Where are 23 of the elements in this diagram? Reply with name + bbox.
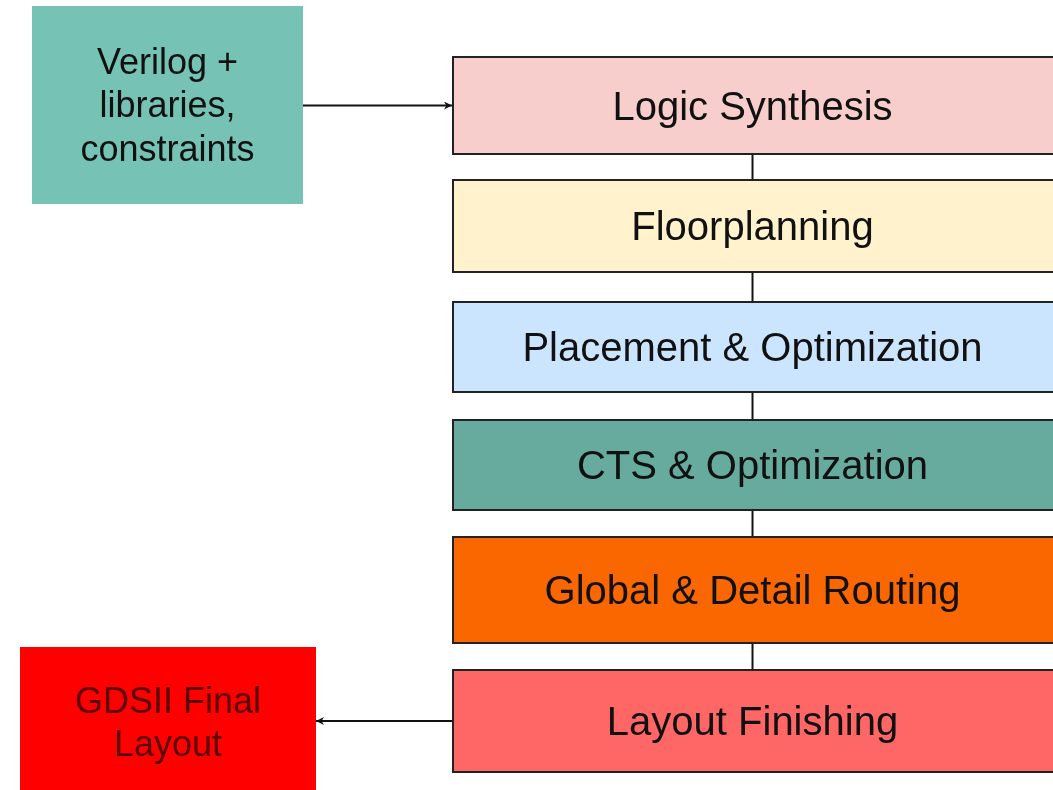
input-box (32, 6, 303, 204)
node-label: GDSII Final Layout (73, 678, 262, 766)
node-label: Placement & Optimization (521, 324, 984, 371)
node-label: Floorplanning (630, 203, 875, 250)
connector-line (751, 272, 754, 302)
arrow (315, 717, 453, 725)
process-box (452, 56, 1053, 155)
output-box (20, 647, 316, 790)
process-box (452, 179, 1053, 273)
process-box (452, 419, 1053, 511)
node-label: CTS & Optimization (575, 442, 930, 489)
node-label: Layout Finishing (605, 698, 900, 745)
node-label: Verilog + libraries, constraints (79, 40, 256, 170)
process-box (452, 669, 1053, 773)
process-box (452, 536, 1053, 644)
node-label: Logic Synthesis (611, 82, 894, 130)
arrow (302, 101, 453, 110)
process-box (452, 301, 1053, 393)
connector-line (751, 643, 754, 670)
node-label: Global & Detail Routing (543, 567, 962, 614)
connector-line (751, 392, 754, 420)
connector-line (751, 510, 754, 537)
connector-line (751, 154, 754, 180)
